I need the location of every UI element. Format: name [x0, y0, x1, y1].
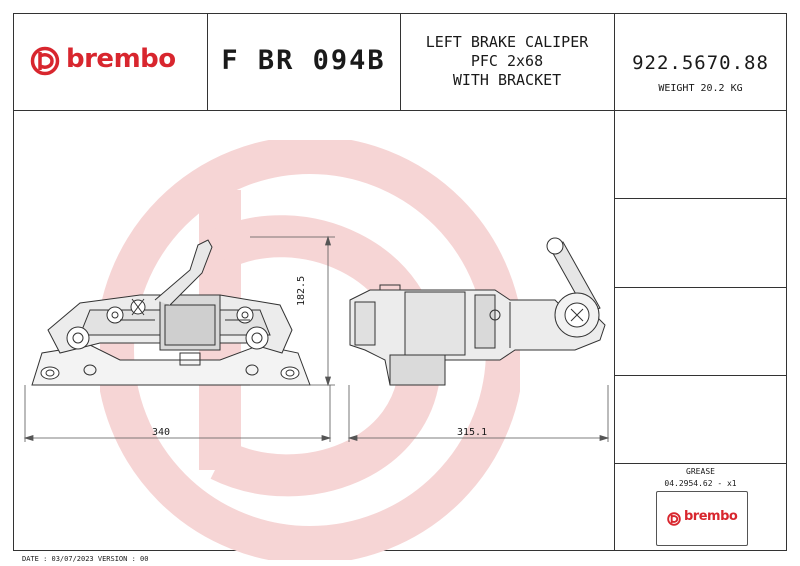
dimension-height-label: 182.5 — [296, 275, 307, 306]
description-line-2: PFC 2x68 — [470, 52, 544, 70]
description-line-3: WITH BRACKET — [452, 71, 562, 89]
side-cell-line-2 — [614, 287, 787, 288]
weight-label: WEIGHT 20.2 KG — [658, 83, 743, 94]
footer-date-version: DATE : 03/07/2023 VERSION : 00 — [22, 555, 149, 563]
description-line-1: LEFT BRAKE CALIPER — [425, 33, 589, 51]
dimension-height — [250, 235, 335, 387]
dimension-front-width — [23, 385, 332, 442]
dimension-side-width — [347, 385, 610, 442]
grease-brand-name: brembo — [684, 509, 738, 524]
header-divider-3 — [614, 13, 615, 551]
side-cell-line-4 — [614, 463, 787, 464]
caliper-side-view — [349, 237, 606, 386]
grease-spec: 04.2954.62 - x1 — [664, 479, 737, 488]
header-divider-1 — [207, 13, 208, 110]
brembo-logo-icon — [30, 46, 60, 76]
product-description: LEFT BRAKE CALIPER PFC 2x68 WITH BRACKET — [400, 33, 614, 90]
side-cell-line-1 — [614, 198, 787, 199]
caliper-front-view — [31, 239, 311, 386]
brand-name: brembo — [66, 44, 176, 74]
side-cell-line-3 — [614, 375, 787, 376]
header-divider-2 — [400, 13, 401, 110]
dimension-side-width-label: 315.1 — [457, 427, 488, 438]
dimension-front-width-label: 340 — [152, 427, 171, 438]
brembo-logo-small-icon — [667, 512, 681, 526]
brand-logo: brembo — [30, 44, 200, 78]
grease-label: GREASE — [686, 467, 715, 476]
grease-product-box: brembo — [656, 491, 748, 546]
part-number: 922.5670.88 — [632, 52, 769, 74]
header-bottom-line — [13, 110, 787, 111]
product-code: F BR 094B — [221, 45, 386, 76]
